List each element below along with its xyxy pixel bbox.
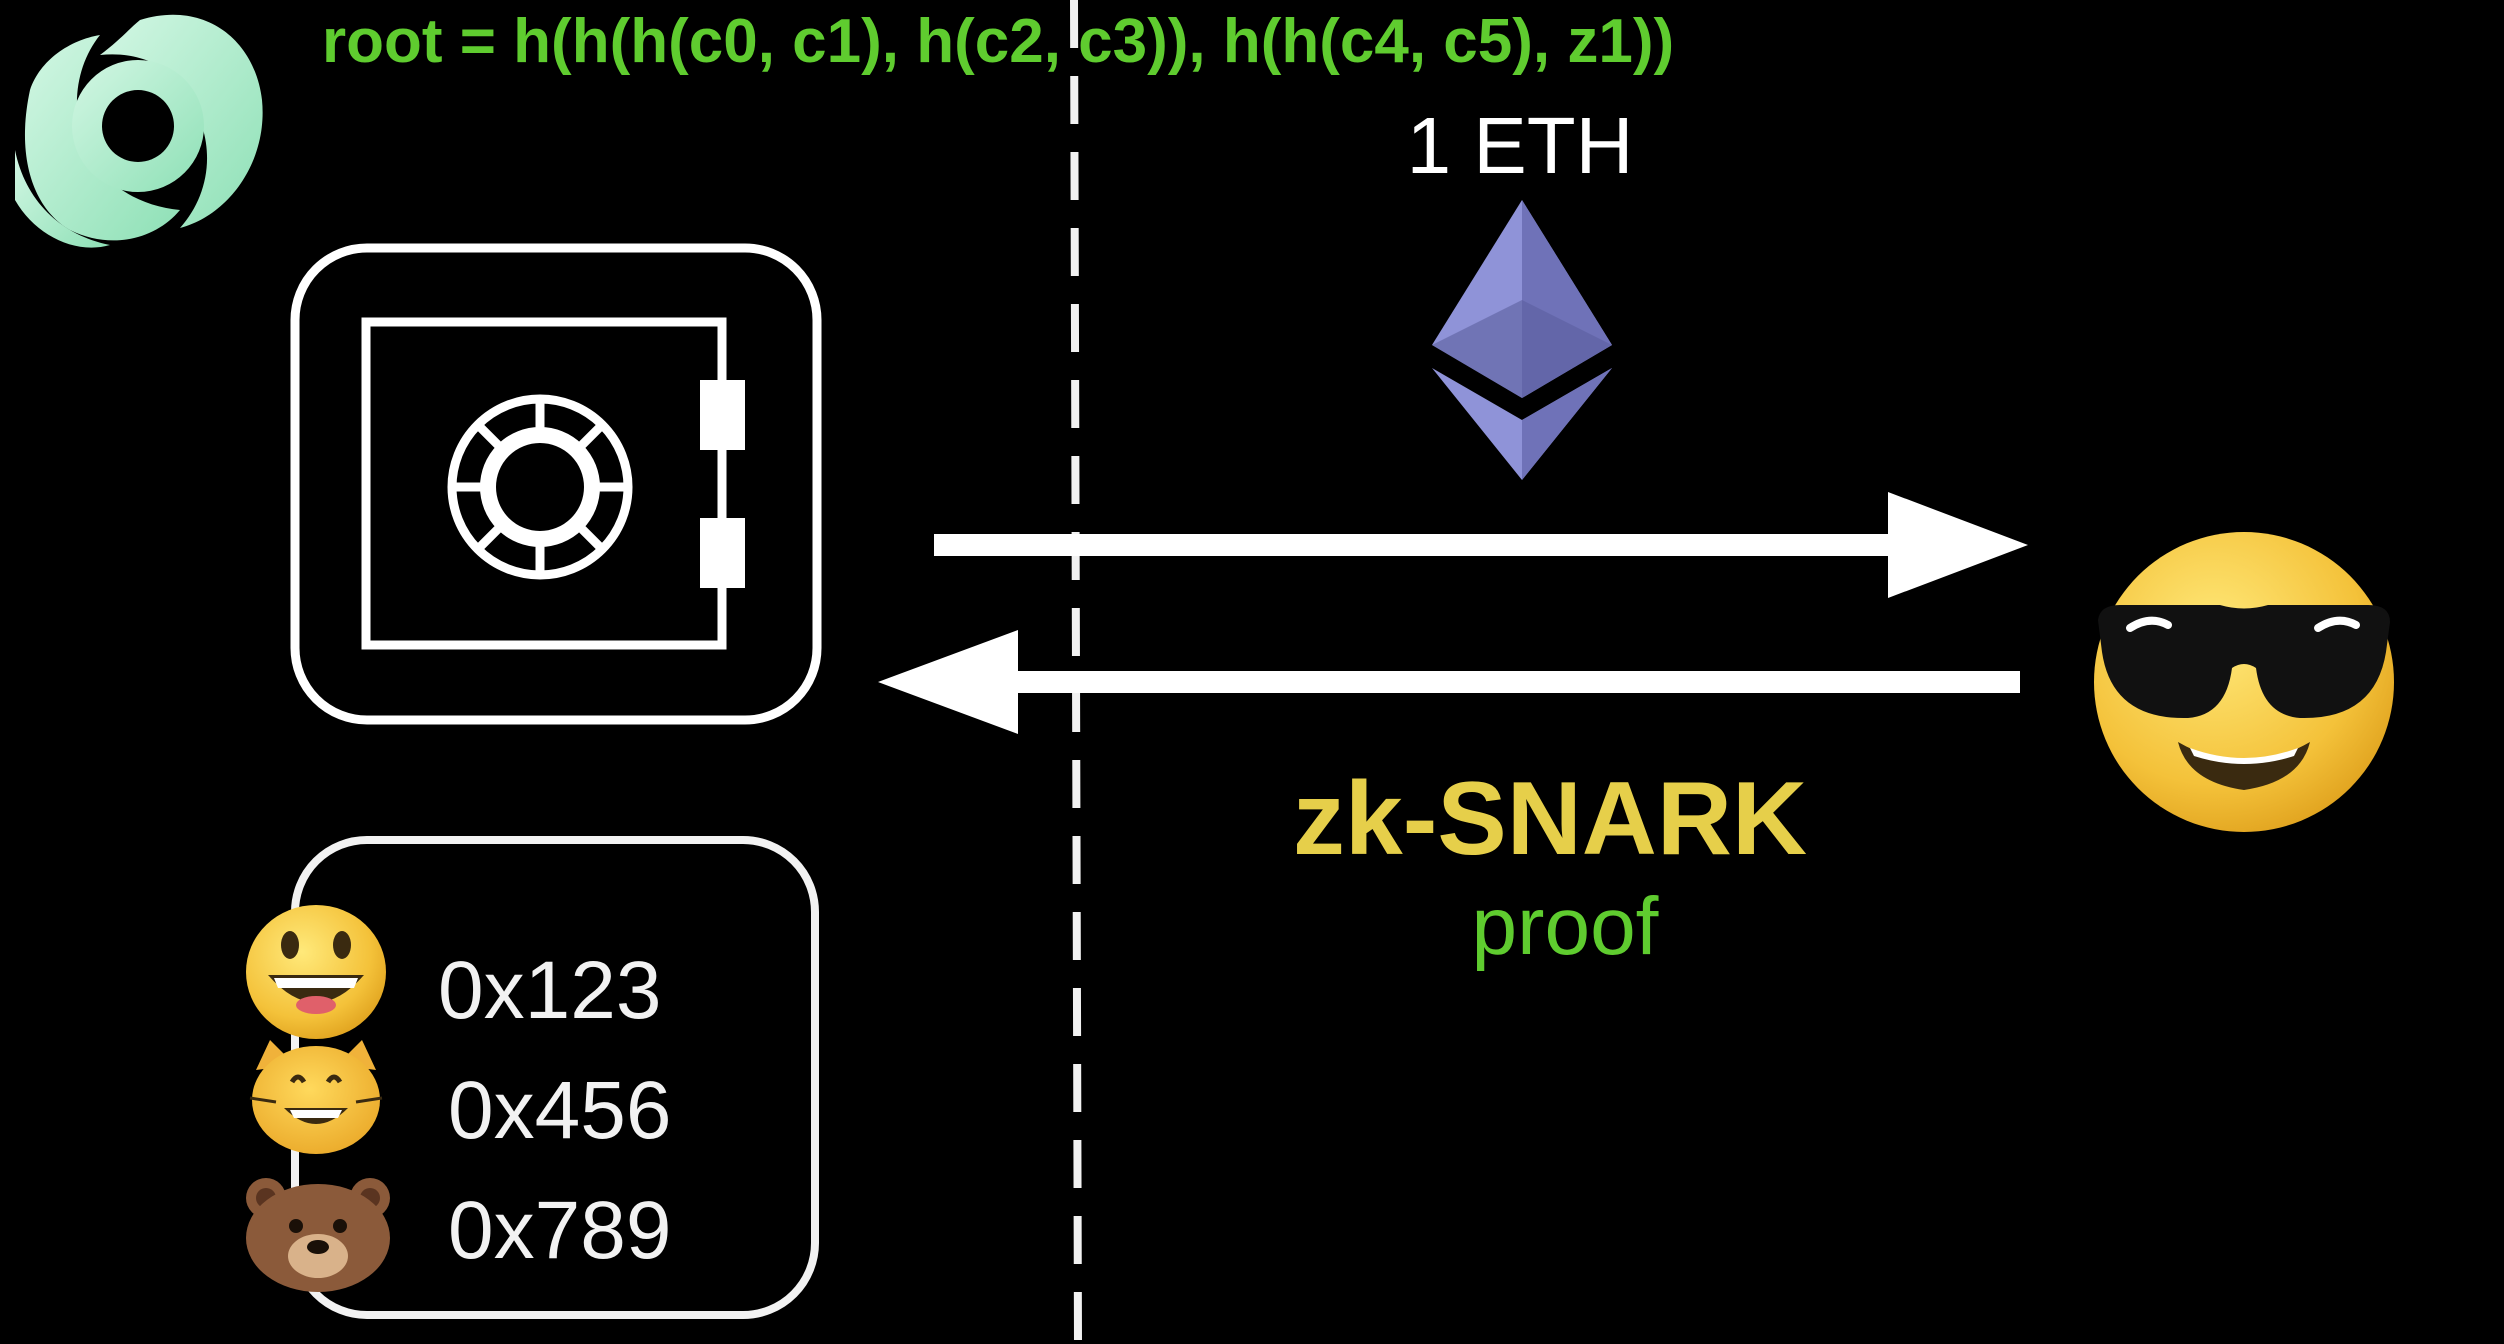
tornado-logo-icon xyxy=(15,14,263,248)
proof-label: proof xyxy=(1471,881,1659,972)
ethereum-icon xyxy=(1432,200,1612,480)
deposit-address-2: 0x456 xyxy=(448,1065,672,1156)
vault-icon xyxy=(290,243,822,725)
deposit-address-1: 0x123 xyxy=(438,945,662,1036)
sunglasses-face-icon xyxy=(2094,532,2394,832)
cat-face-icon xyxy=(249,1040,383,1154)
deposit-address-3: 0x789 xyxy=(448,1185,672,1276)
withdraw-arrow xyxy=(934,492,2028,598)
eth-amount-label: 1 ETH xyxy=(1406,101,1634,190)
bear-face-icon xyxy=(246,1178,390,1292)
merkle-root-formula: root = h(h(h(c0, c1), h(c2, c3)), h(h(c4… xyxy=(322,7,1675,76)
proof-arrow xyxy=(878,630,2020,734)
grinning-face-icon xyxy=(246,905,386,1039)
zk-snark-label: zk-SNARK xyxy=(1292,761,1808,877)
